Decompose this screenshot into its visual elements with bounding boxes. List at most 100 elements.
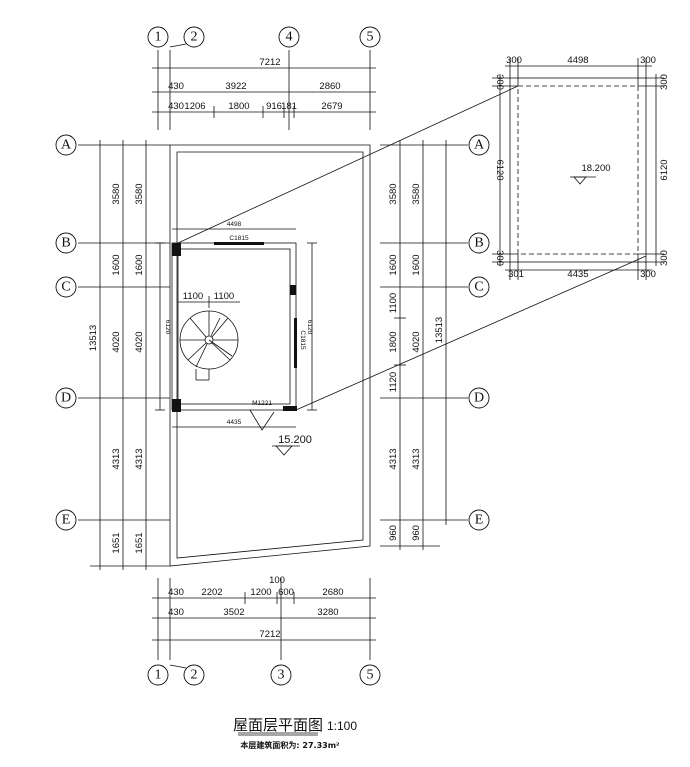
- detail-elevation: 18.200: [581, 163, 610, 174]
- left-dim-inner-0: 3580: [134, 183, 145, 204]
- axis-label-left-D: D: [61, 391, 71, 406]
- axis-bubble-left-B: [55, 232, 77, 254]
- bottom-dim-row1-3: 600: [278, 587, 294, 598]
- top-dim-row3-0: 430: [168, 101, 184, 112]
- left-dim-outer: 13513: [88, 325, 99, 351]
- right-dim-inner-2: 1100: [388, 293, 399, 313]
- axis-label-right-C: C: [474, 280, 483, 295]
- axis-bubble-right-B: [468, 232, 490, 254]
- drawing-title: 屋面层平面图: [233, 716, 323, 734]
- detail-bottom-2: 300: [640, 269, 656, 280]
- axis-bubble-left-D: [55, 387, 77, 409]
- bottom-dim-row2-0: 430: [168, 607, 184, 618]
- left-dimension-lines: [78, 140, 170, 570]
- right-dim-mid-1: 1600: [411, 254, 422, 275]
- left-dim-mid-4: 1651: [111, 532, 122, 553]
- axis-label-right-B: B: [474, 236, 483, 251]
- detail-leader-bottom: [295, 255, 647, 411]
- detail-right-2: 300: [659, 250, 670, 266]
- bottom-dim-row1-0: 430: [168, 587, 184, 598]
- left-dim-inner-3: 4313: [134, 448, 145, 469]
- axis-label-bottom-5: 5: [367, 668, 374, 683]
- left-dim-mid-3: 4313: [111, 448, 122, 469]
- axis-bubble-bottom-5: [359, 664, 381, 686]
- bottom-dim-row1-2: 1200: [250, 587, 271, 598]
- bottom-dimension-lines: [152, 578, 376, 660]
- right-dim-mid-2: 4020: [411, 331, 422, 352]
- window-top-label: C1815: [229, 235, 249, 242]
- top-dim-row3-5: 2679: [321, 101, 342, 112]
- axis-bubble-right-C: [468, 276, 490, 298]
- window-right-label: C1815: [299, 330, 306, 350]
- detail-leader-top: [177, 85, 519, 244]
- axis-label-left-A: A: [61, 138, 72, 153]
- detail-left-0: 300: [494, 74, 505, 90]
- left-dim-mid-0: 3580: [111, 183, 122, 204]
- right-dim-inner-5: 4313: [388, 448, 399, 469]
- detail-left-2: 300: [494, 250, 505, 266]
- axis-bubble-right-A: [468, 134, 490, 156]
- right-dim-outer: 13513: [434, 317, 445, 343]
- detail-bottom-1: 4435: [567, 269, 588, 280]
- left-dim-inner-1: 1600: [134, 254, 145, 275]
- room-height-right: 6120: [306, 320, 313, 335]
- stair-dim-0: 1100: [183, 291, 203, 302]
- right-dim-inner-6: 960: [388, 525, 399, 541]
- axis-bubble-right-D: [468, 387, 490, 409]
- detail-top-1: 4498: [567, 55, 588, 66]
- axis-bubble-left-E: [55, 509, 77, 531]
- detail-left-1: 6120: [494, 159, 505, 180]
- left-dim-inner-2: 4020: [134, 331, 145, 352]
- axis-label-top-1: 1: [155, 30, 162, 45]
- top-dim-row3-4: 181: [281, 101, 297, 112]
- axis-label-right-D: D: [474, 391, 484, 406]
- axis-bubble-top-4: [278, 26, 300, 48]
- right-dim-inner-4: 1120: [388, 372, 399, 392]
- axis-label-bottom-3: 3: [278, 668, 285, 683]
- bottom-dim-row1-4: 2680: [322, 587, 343, 598]
- top-dim-row3-1: 1206: [184, 101, 205, 112]
- bottom-dim-row1-1: 2202: [201, 587, 222, 598]
- axis-label-left-E: E: [62, 513, 71, 528]
- door-label: M1221: [252, 400, 272, 407]
- detail-top-2: 300: [640, 55, 656, 66]
- bottom-dim-row2-1: 3502: [223, 607, 244, 618]
- right-dim-mid-0: 3580: [411, 183, 422, 204]
- axis-label-bottom-1: 1: [155, 668, 162, 683]
- roof-detail-plan: [492, 58, 664, 280]
- bottom-dim-overall: 7212: [259, 629, 280, 640]
- elevation-marker: [275, 445, 293, 456]
- columns: [172, 242, 297, 412]
- axis-bubble-bottom-3: [270, 664, 292, 686]
- axis-label-bottom-2: 2: [191, 668, 198, 683]
- right-dim-inner-3: 1800: [388, 331, 399, 352]
- detail-top-0: 300: [506, 55, 522, 66]
- axis-label-top-2: 2: [191, 30, 198, 45]
- left-dim-mid-1: 1600: [111, 254, 122, 275]
- left-dim-mid-2: 4020: [111, 331, 122, 352]
- axis-bubble-bottom-2: [183, 664, 205, 686]
- axis-label-right-E: E: [475, 513, 484, 528]
- right-dim-inner-0: 3580: [388, 183, 399, 204]
- axis-bubble-left-C: [55, 276, 77, 298]
- axis-bubble-top-5: [359, 26, 381, 48]
- spiral-stair: [179, 310, 239, 381]
- detail-right-0: 300: [659, 74, 670, 90]
- detail-bottom-0: 301: [508, 269, 524, 280]
- axis-bubble-left-A: [55, 134, 77, 156]
- room-height-left: 6120: [164, 320, 171, 335]
- bottom-dim-extra: 100: [269, 575, 285, 586]
- right-dim-mid-4: 960: [411, 525, 422, 541]
- axis-bubble-top-1: [147, 26, 169, 48]
- right-dim-mid-3: 4313: [411, 448, 422, 469]
- top-dim-overall: 7212: [259, 57, 280, 68]
- axis-label-left-B: B: [61, 236, 70, 251]
- top-dimension-lines: [152, 50, 376, 130]
- floor-area-note: 本层建筑面积为: 27.33m²: [239, 740, 340, 750]
- axis-label-right-A: A: [474, 138, 485, 153]
- axis-label-top-4: 4: [286, 30, 293, 45]
- top-dim-row2-1: 3922: [225, 81, 246, 92]
- top-dim-row2-2: 2860: [319, 81, 340, 92]
- detail-right-1: 6120: [659, 159, 670, 180]
